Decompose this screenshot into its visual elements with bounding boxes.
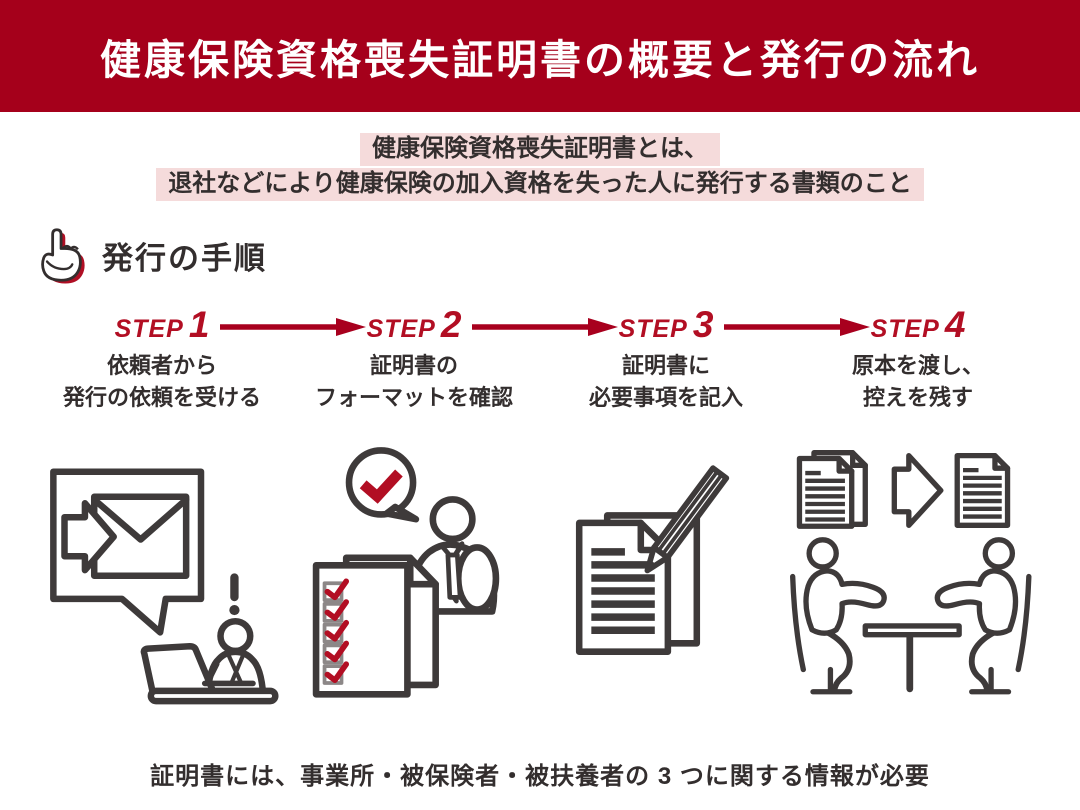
table-top-icon	[862, 623, 962, 638]
step-word: STEP	[366, 315, 436, 343]
step-arrow-icon	[724, 318, 870, 336]
step-illustration-3	[568, 420, 764, 720]
step-arrow-icon	[472, 318, 618, 336]
step-number: 1	[188, 304, 210, 345]
step-label-4: STEP 4	[871, 306, 966, 346]
necktie-icon	[225, 651, 246, 685]
page-title: 健康保険資格喪失証明書の概要と発行の流れ	[100, 37, 980, 83]
pointing-hand-icon	[41, 228, 85, 284]
write-document-illustration	[575, 465, 730, 655]
step-number: 3	[692, 304, 714, 345]
footer-note: 証明書には、事業所・被保険者・被扶養者の 3 つに関する情報が必要	[150, 763, 930, 790]
document-original-icon	[796, 455, 854, 529]
step-illustration-4	[783, 420, 1054, 720]
step-illustration-1	[32, 420, 292, 720]
speech-bubble-icon	[345, 447, 417, 518]
step-description-4: 原本を渡し、 控えを残す	[851, 353, 984, 410]
step-description-2: 証明書の フォーマットを確認	[314, 353, 513, 410]
step-arrow-icon	[220, 318, 366, 336]
checkmark-icon	[359, 469, 403, 504]
steps-row: STEP 1 依頼者から 発行の依頼を受ける	[36, 306, 1044, 720]
intro-text: 健康保険資格喪失証明書とは、 退社などにより健康保険の加入資格を失った人に発行す…	[0, 132, 1080, 202]
step-illustration-2	[301, 420, 527, 720]
incoming-arrow-icon	[61, 500, 117, 574]
person-head-icon	[217, 617, 254, 655]
laptop-base-icon	[147, 687, 279, 705]
checklist-format-illustration	[312, 447, 500, 698]
transfer-arrow-icon	[891, 452, 943, 528]
mail-request-illustration	[50, 468, 279, 705]
person-head-icon	[429, 496, 476, 543]
step-column-1: STEP 1 依頼者から 発行の依頼を受ける	[36, 306, 288, 720]
text-lines	[591, 548, 655, 634]
step-column-4: STEP 4 原本を渡し、 控えを残す	[789, 306, 1044, 720]
step-word: STEP	[114, 315, 184, 343]
checkbox-check-icons	[324, 578, 350, 684]
section-heading: 発行の手順	[102, 240, 267, 276]
banner: 健康保険資格喪失証明書の概要と発行の流れ	[0, 0, 1080, 112]
steps-flow: STEP 1 依頼者から 発行の依頼を受ける	[36, 306, 1044, 720]
step-word: STEP	[618, 315, 688, 343]
seated-person-icon	[937, 540, 1028, 692]
intro-line-2: 退社などにより健康保険の加入資格を失った人に発行する書類のこと	[156, 168, 924, 201]
step-column-2: STEP 2 証明書の フォーマットを確認	[288, 306, 540, 720]
intro-line-1: 健康保険資格喪失証明書とは、	[360, 133, 720, 166]
seated-person-icon	[789, 537, 887, 695]
step-column-3: STEP 3 証明書に 必要事項を記入	[540, 306, 792, 720]
step-number: 4	[944, 304, 966, 345]
step-label-1: STEP 1	[115, 306, 210, 346]
step-description-1: 依頼者から 発行の依頼を受ける	[62, 353, 261, 410]
necktie-icon	[445, 552, 463, 600]
step-label-2: STEP 2	[367, 306, 462, 346]
step-number: 2	[440, 304, 462, 345]
shoulder-bag-icon	[454, 544, 500, 613]
section-header: 発行の手順	[34, 226, 1080, 284]
step-word: STEP	[870, 315, 940, 343]
step-label-3: STEP 3	[619, 306, 714, 346]
step-description-3: 証明書に 必要事項を記入	[588, 353, 743, 410]
handover-meeting-illustration	[789, 450, 1054, 720]
